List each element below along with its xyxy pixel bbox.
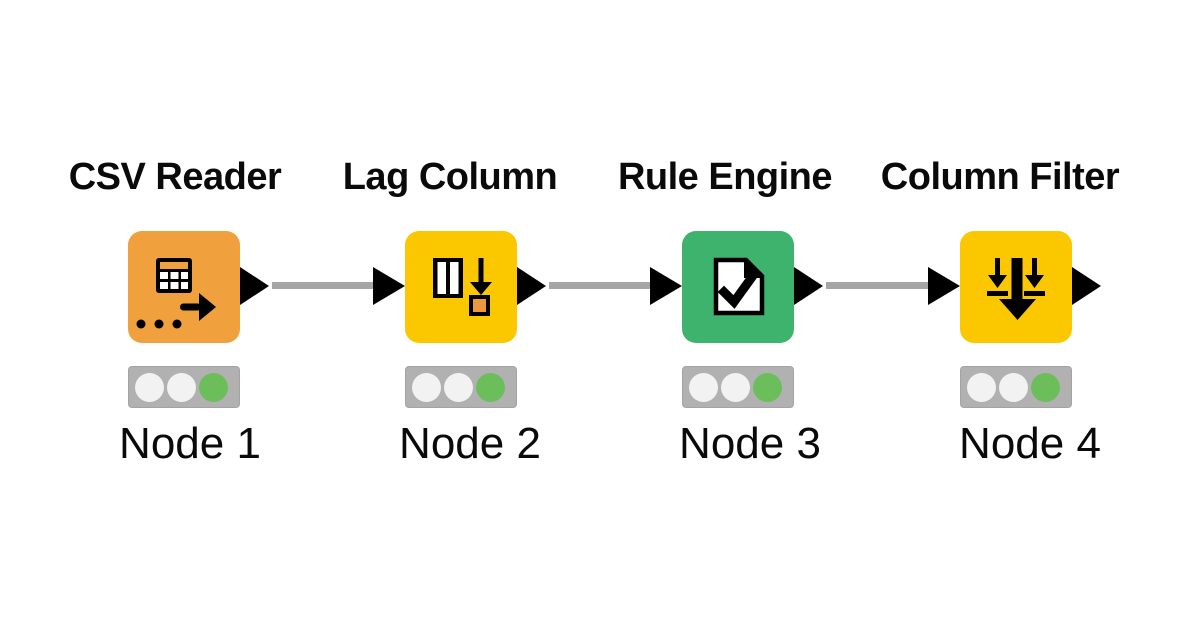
lag-column-icon xyxy=(433,258,492,316)
status-light-off xyxy=(689,372,718,402)
status-light-off xyxy=(444,372,473,402)
connection-wire[interactable] xyxy=(272,282,373,289)
status-light-on xyxy=(1031,372,1060,402)
input-port[interactable] xyxy=(928,267,960,305)
status-light-on xyxy=(753,372,782,402)
node-title: Column Filter xyxy=(880,156,1120,198)
status-light-on xyxy=(199,372,228,402)
output-port[interactable] xyxy=(517,267,546,305)
input-port[interactable] xyxy=(650,267,682,305)
input-port[interactable] xyxy=(373,267,405,305)
status-light-on xyxy=(476,372,505,402)
node-body-rule-engine[interactable] xyxy=(682,231,794,343)
output-port[interactable] xyxy=(794,267,823,305)
column-filter-icon xyxy=(987,258,1045,320)
table-export-icon xyxy=(136,258,216,329)
node-label[interactable]: Node 1 xyxy=(119,419,261,468)
node-body-lag-column[interactable] xyxy=(405,231,517,343)
traffic-light xyxy=(128,366,240,408)
status-light-off xyxy=(967,372,996,402)
connection-wire[interactable] xyxy=(826,282,928,289)
output-port[interactable] xyxy=(1072,267,1101,305)
node-title: Rule Engine xyxy=(617,156,833,198)
status-light-off xyxy=(135,372,164,402)
node-label[interactable]: Node 3 xyxy=(679,419,821,468)
node-label[interactable]: Node 4 xyxy=(959,419,1101,468)
document-check-icon xyxy=(713,257,765,316)
connection-wire[interactable] xyxy=(549,282,650,289)
node-body-csv-reader[interactable] xyxy=(128,231,240,343)
output-port[interactable] xyxy=(240,267,269,305)
status-light-off xyxy=(167,372,196,402)
node-title: Lag Column xyxy=(342,156,558,198)
node-label[interactable]: Node 2 xyxy=(399,419,541,468)
status-light-off xyxy=(999,372,1028,402)
node-body-column-filter[interactable] xyxy=(960,231,1072,343)
status-light-off xyxy=(721,372,750,402)
traffic-light xyxy=(405,366,517,408)
traffic-light xyxy=(960,366,1072,408)
status-light-off xyxy=(412,372,441,402)
node-title: CSV Reader xyxy=(68,156,282,198)
traffic-light xyxy=(682,366,794,408)
